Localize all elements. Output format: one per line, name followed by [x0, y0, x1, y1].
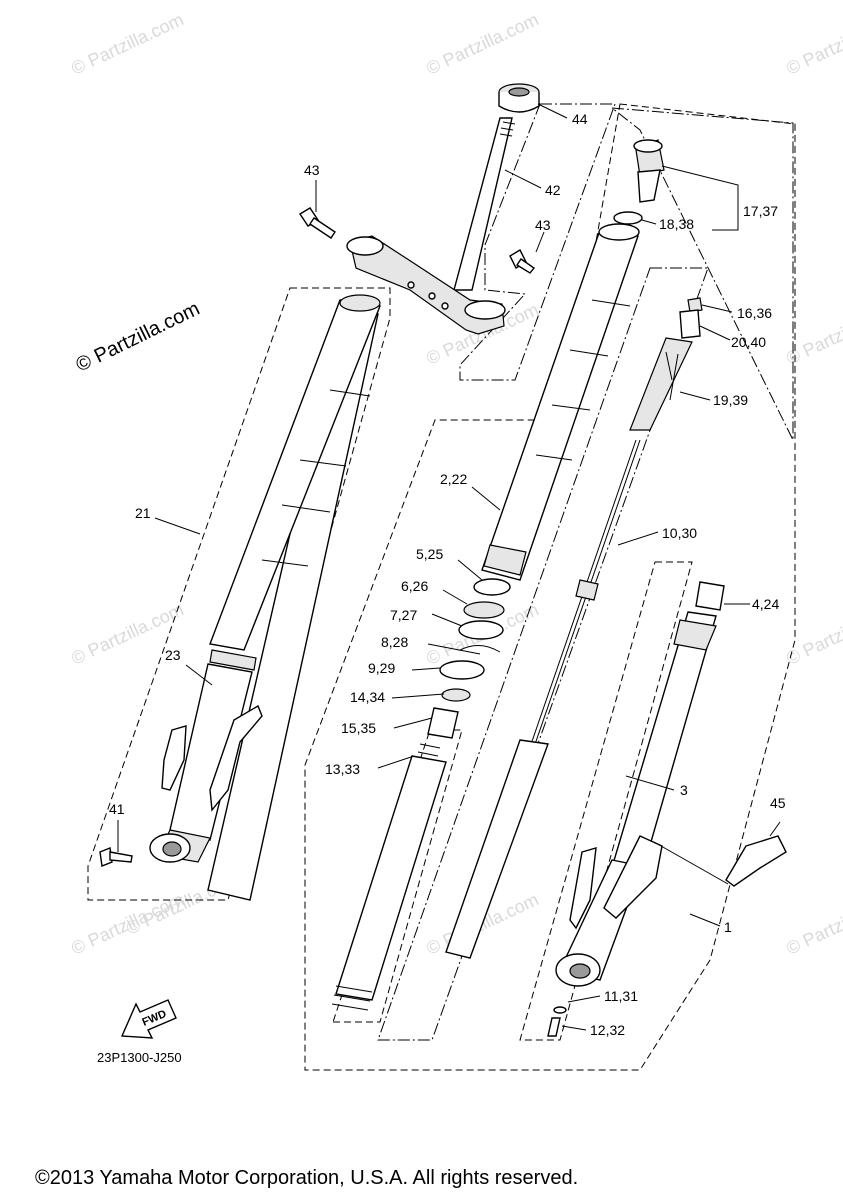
part-label-41: 41 [109, 801, 125, 817]
part-label-8-28: 8,28 [381, 634, 408, 650]
washer-11 [553, 1006, 567, 1014]
watermark: © Partzilla.com [783, 299, 843, 368]
part-label-13-33: 13,33 [325, 761, 360, 777]
copyright-notice: ©2013 Yamaha Motor Corporation, U.S.A. A… [35, 1167, 578, 1189]
diagram-code: 23P1300-J250 [97, 1050, 182, 1065]
outer-tube [555, 581, 725, 987]
part-label-11-31: 11,31 [604, 988, 638, 1004]
part-label-5-25: 5,25 [416, 546, 443, 562]
part-label-43-right: 43 [535, 217, 551, 233]
watermark: © Partzilla.com [783, 889, 843, 958]
guide-19 [629, 337, 693, 431]
part-label-21: 21 [135, 505, 151, 521]
bolt-43-left [299, 207, 336, 239]
part-label-1: 1 [724, 919, 732, 935]
group-outline-rod [377, 267, 709, 1041]
part-labels: 44 42 43 43 17,37 18,38 16,36 20,40 19,3… [109, 111, 786, 1038]
part-label-16-36: 16,36 [737, 305, 772, 321]
watermark: © Partzilla.com [783, 9, 843, 78]
part-label-4-24: 4,24 [752, 596, 779, 612]
left-fork-assembly [149, 294, 381, 901]
watermark: © Partzilla.com [68, 9, 186, 78]
part-label-9-29: 9,29 [368, 660, 395, 676]
part-label-6-26: 6,26 [401, 578, 428, 594]
part-label-10-30: 10,30 [662, 525, 697, 541]
bolt-12 [547, 1017, 561, 1037]
inner-tube [481, 223, 640, 581]
bolt-43-right [509, 249, 536, 274]
damper-cap [633, 139, 665, 203]
group-outline-damper [610, 107, 794, 441]
bolt-41 [99, 847, 133, 867]
leader-lines [117, 103, 781, 1031]
part-label-15-35: 15,35 [341, 720, 376, 736]
group-outline-steering [459, 103, 616, 381]
part-label-44: 44 [572, 111, 588, 127]
part-label-42: 42 [545, 182, 561, 198]
part-label-2-22: 2,22 [440, 471, 467, 487]
spacer-20 [679, 309, 701, 339]
damper-rod [445, 439, 641, 959]
group-outline-left-fork [87, 287, 391, 901]
part-label-12-32: 12,32 [590, 1022, 625, 1038]
group-outline-right-fork [304, 103, 796, 1071]
part-label-18-38: 18,38 [659, 216, 694, 232]
part-label-23: 23 [165, 647, 181, 663]
o-ring-18 [613, 211, 643, 225]
part-label-43-left: 43 [304, 162, 320, 178]
lower-bracket [346, 235, 506, 335]
brand-watermark: © Partzilla.com [73, 298, 204, 377]
part-label-7-27: 7,27 [390, 607, 417, 623]
group-outline-outer-tube [519, 561, 693, 1041]
part-label-20-40: 20,40 [731, 334, 766, 350]
fwd-arrow-icon: FWD [120, 999, 177, 1039]
part-label-19-39: 19,39 [713, 392, 748, 408]
collar-16 [687, 297, 703, 313]
bracket-45 [725, 835, 787, 887]
watermark: © Partzilla.com [783, 599, 843, 668]
part-label-14-34: 14,34 [350, 689, 385, 705]
steering-stem [453, 83, 540, 291]
watermark: © Partzilla.com [423, 9, 541, 78]
part-label-17-37: 17,37 [743, 203, 778, 219]
part-label-45: 45 [770, 795, 786, 811]
spring [331, 743, 447, 1011]
part-label-3: 3 [680, 782, 688, 798]
seal-stack [427, 578, 511, 739]
